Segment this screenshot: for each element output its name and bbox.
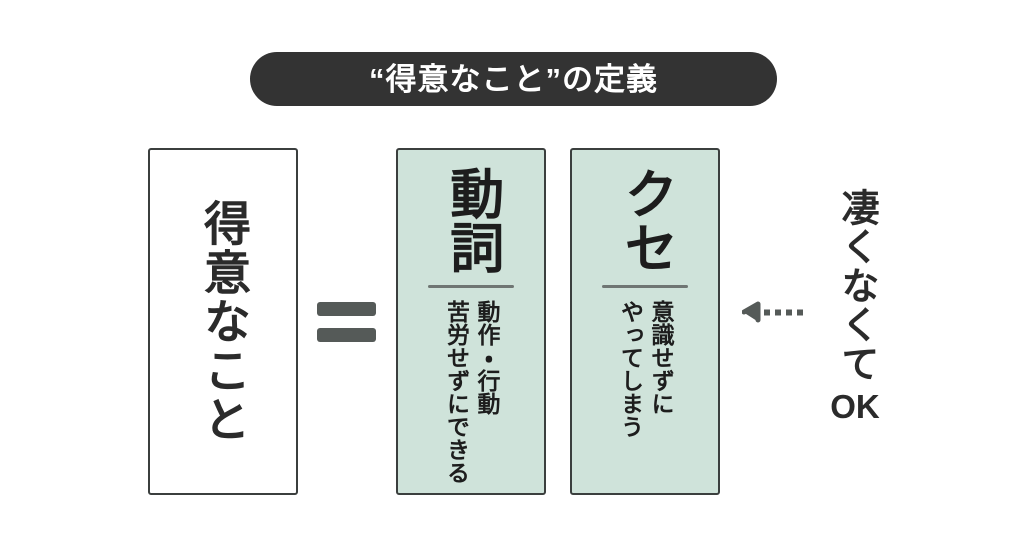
divider	[428, 285, 514, 288]
equals-bar-top	[317, 302, 376, 316]
page-title: “得意なこと”の定義	[369, 61, 658, 97]
annotation-vertical-text: 凄くなくて	[834, 188, 877, 383]
definition-card-verb-heading: 動詞	[441, 166, 502, 274]
definition-card-habit: クセ 意識せずに やってしまう	[570, 148, 720, 495]
definition-card-verb-notes: 動作・行動 苦労せずにできる	[398, 300, 544, 484]
equals-sign	[317, 302, 376, 342]
divider	[602, 285, 688, 288]
definition-card-habit-heading: クセ	[615, 166, 676, 274]
definition-card-verb: 動詞 動作・行動 苦労せずにできる	[396, 148, 546, 495]
equals-bar-bottom	[317, 328, 376, 342]
dotted-left-arrow-icon	[741, 300, 808, 324]
definition-note: やってしまう	[617, 300, 644, 438]
definition-card-habit-notes: 意識せずに やってしまう	[572, 300, 718, 438]
subject-card: 得意なこと	[148, 148, 298, 495]
annotation-note: 凄くなくて OK	[818, 188, 892, 423]
page-title-pill: “得意なこと”の定義	[250, 52, 777, 106]
definition-note: 苦労せずにできる	[443, 300, 470, 484]
definition-note: 意識せずに	[647, 300, 674, 415]
subject-card-label: 得意なこと	[196, 199, 250, 444]
definition-note: 動作・行動	[473, 300, 500, 415]
annotation-ok-text: OK	[830, 388, 880, 425]
